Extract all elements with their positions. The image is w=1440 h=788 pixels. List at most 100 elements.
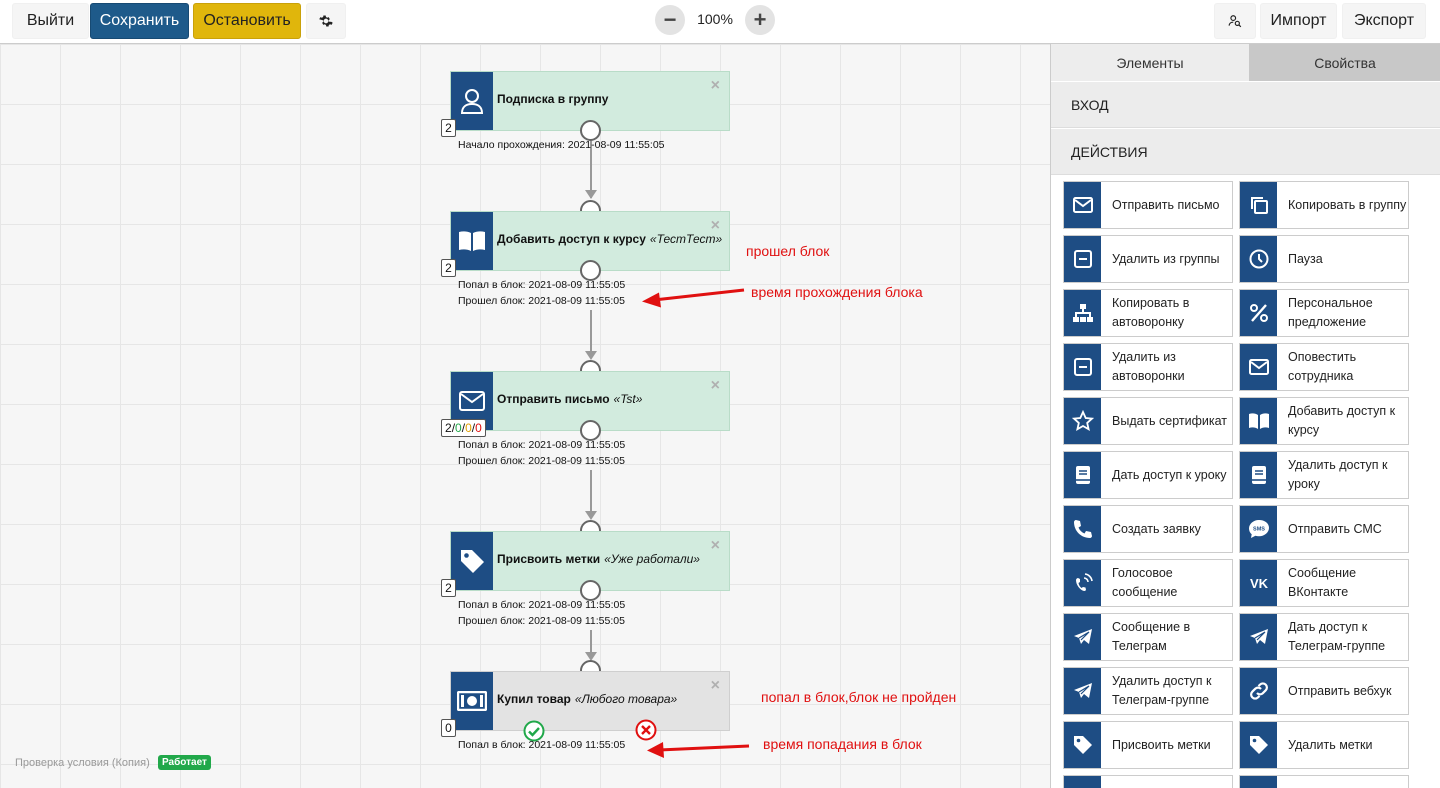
flow-node-assign-tags[interactable]: Присвоить метки«Уже работали» × — [450, 531, 730, 591]
element-label: Отправить СМС — [1288, 521, 1382, 536]
arrow-head — [585, 190, 597, 199]
node-title-text: Присвоить метки — [497, 552, 601, 566]
output-port[interactable] — [580, 580, 601, 601]
element-card[interactable]: SMS Отправить СМС — [1239, 505, 1409, 553]
close-icon[interactable]: × — [710, 77, 720, 94]
minus-square-icon — [1064, 344, 1101, 390]
node-stat: Попал в блок: 2021-08-09 11:55:05 — [458, 599, 626, 611]
element-card[interactable]: Присвоить метки — [1063, 721, 1233, 769]
element-card[interactable]: Персональное предложение — [1239, 289, 1409, 337]
element-card-partial[interactable] — [1063, 775, 1233, 788]
element-label: Отправить письмо — [1112, 197, 1220, 212]
element-card[interactable]: Копировать в автоворонку — [1063, 289, 1233, 337]
node-subtitle: «Любого товара» — [574, 692, 678, 706]
close-icon[interactable]: × — [710, 677, 720, 694]
element-label: Создать заявку — [1112, 521, 1201, 536]
count-red: 0 — [475, 421, 482, 435]
element-card[interactable]: Добавить доступ к курсу — [1239, 397, 1409, 445]
svg-text:SMS: SMS — [1253, 527, 1265, 533]
flow-node-bought-product[interactable]: Купил товар«Любого товара» × — [450, 671, 730, 731]
element-label: Сообщение ВКонтакте — [1288, 566, 1357, 599]
output-port[interactable] — [580, 120, 601, 141]
flow-node-subscribe-group[interactable]: Подписка в группу × — [450, 71, 730, 131]
zoom-level: 100% — [697, 11, 733, 27]
element-label: Персональное предложение — [1288, 296, 1373, 329]
node-title: Отправить письмо«Tst» — [497, 392, 642, 406]
user-search-button[interactable] — [1214, 3, 1256, 39]
element-label: Удалить метки — [1288, 737, 1373, 752]
count-total: 2 — [445, 421, 452, 435]
node-stat: Попал в блок: 2021-08-09 11:55:05 — [458, 279, 626, 291]
tab-elements[interactable]: Элементы — [1051, 44, 1249, 81]
node-stat: Попал в блок: 2021-08-09 11:55:05 — [458, 739, 626, 751]
node-title-text: Купил товар — [497, 692, 571, 706]
funnel-name: Проверка условия (Копия) — [15, 757, 150, 769]
success-port-icon[interactable] — [523, 720, 545, 742]
flow-link — [590, 140, 592, 198]
status-badge: Работает — [158, 755, 211, 770]
node-count: 0 — [441, 719, 456, 737]
phone-icon — [1064, 506, 1101, 552]
element-card[interactable]: Отправить письмо — [1063, 181, 1233, 229]
element-label: Добавить доступ к курсу — [1288, 404, 1396, 437]
count-orange: 0 — [465, 421, 472, 435]
element-card[interactable]: Удалить из автоворонки — [1063, 343, 1233, 391]
telegram-icon — [1064, 614, 1101, 660]
element-label: Копировать в группу — [1288, 197, 1407, 212]
annotation-text: прошел блок — [746, 243, 830, 259]
envelope-icon — [1064, 182, 1101, 228]
close-icon[interactable]: × — [710, 217, 720, 234]
minus-square-icon — [1064, 236, 1101, 282]
element-card[interactable]: Копировать в группу — [1239, 181, 1409, 229]
node-subtitle: «Tst» — [613, 392, 643, 406]
element-label: Дать доступ к уроку — [1112, 467, 1227, 482]
flow-link — [590, 470, 592, 518]
zoom-in-button[interactable]: + — [745, 5, 775, 35]
fail-port-icon[interactable] — [635, 719, 657, 741]
element-card[interactable]: Дать доступ к уроку — [1063, 451, 1233, 499]
element-card[interactable]: Удалить из группы — [1063, 235, 1233, 283]
element-card[interactable]: Удалить доступ к уроку — [1239, 451, 1409, 499]
annotation-arrow — [642, 288, 745, 308]
flow-canvas[interactable]: Подписка в группу × 2 Начало прохождения… — [0, 44, 1050, 788]
element-card[interactable]: Создать заявку — [1063, 505, 1233, 553]
import-button[interactable]: Импорт — [1260, 3, 1337, 39]
element-card-partial[interactable] — [1239, 775, 1409, 788]
annotation-text: попал в блок,блок не пройден — [761, 689, 957, 705]
output-port[interactable] — [580, 260, 601, 281]
zoom-out-button[interactable]: − — [655, 5, 685, 35]
tab-properties[interactable]: Свойства — [1249, 44, 1440, 81]
book-icon — [451, 212, 493, 270]
sms-icon: SMS — [1240, 506, 1277, 552]
book-icon — [1240, 398, 1277, 444]
exit-button[interactable]: Выйти — [12, 3, 89, 39]
element-card[interactable]: Дать доступ к Телеграм-группе — [1239, 613, 1409, 661]
element-card[interactable]: Удалить метки — [1239, 721, 1409, 769]
element-card[interactable]: Отправить вебхук — [1239, 667, 1409, 715]
element-label: Удалить из автоворонки — [1112, 350, 1185, 383]
envelope-icon — [1240, 344, 1277, 390]
telegram-icon — [1064, 668, 1101, 714]
close-icon[interactable]: × — [710, 537, 720, 554]
close-icon[interactable]: × — [710, 377, 720, 394]
link-icon — [1240, 668, 1277, 714]
section-entry[interactable]: ВХОД — [1051, 82, 1440, 128]
percent-icon — [1240, 290, 1277, 336]
save-button[interactable]: Сохранить — [90, 3, 189, 39]
element-card[interactable]: Голосовое сообщение — [1063, 559, 1233, 607]
stop-button[interactable]: Остановить — [193, 3, 301, 39]
element-label: Отправить вебхук — [1288, 683, 1392, 698]
element-card[interactable]: Оповестить сотрудника — [1239, 343, 1409, 391]
element-card[interactable]: Сообщение в Телеграм — [1063, 613, 1233, 661]
settings-button[interactable] — [306, 3, 346, 39]
output-port[interactable] — [580, 420, 601, 441]
export-button[interactable]: Экспорт — [1342, 3, 1426, 39]
element-card[interactable]: Выдать сертификат — [1063, 397, 1233, 445]
element-label: Пауза — [1288, 251, 1323, 266]
element-card[interactable]: Удалить доступ к Телеграм-группе — [1063, 667, 1233, 715]
node-stat: Прошел блок: 2021-08-09 11:55:05 — [458, 295, 625, 307]
element-card[interactable]: Пауза — [1239, 235, 1409, 283]
section-actions[interactable]: ДЕЙСТВИЯ — [1051, 129, 1440, 175]
element-label: Удалить доступ к уроку — [1288, 458, 1388, 491]
